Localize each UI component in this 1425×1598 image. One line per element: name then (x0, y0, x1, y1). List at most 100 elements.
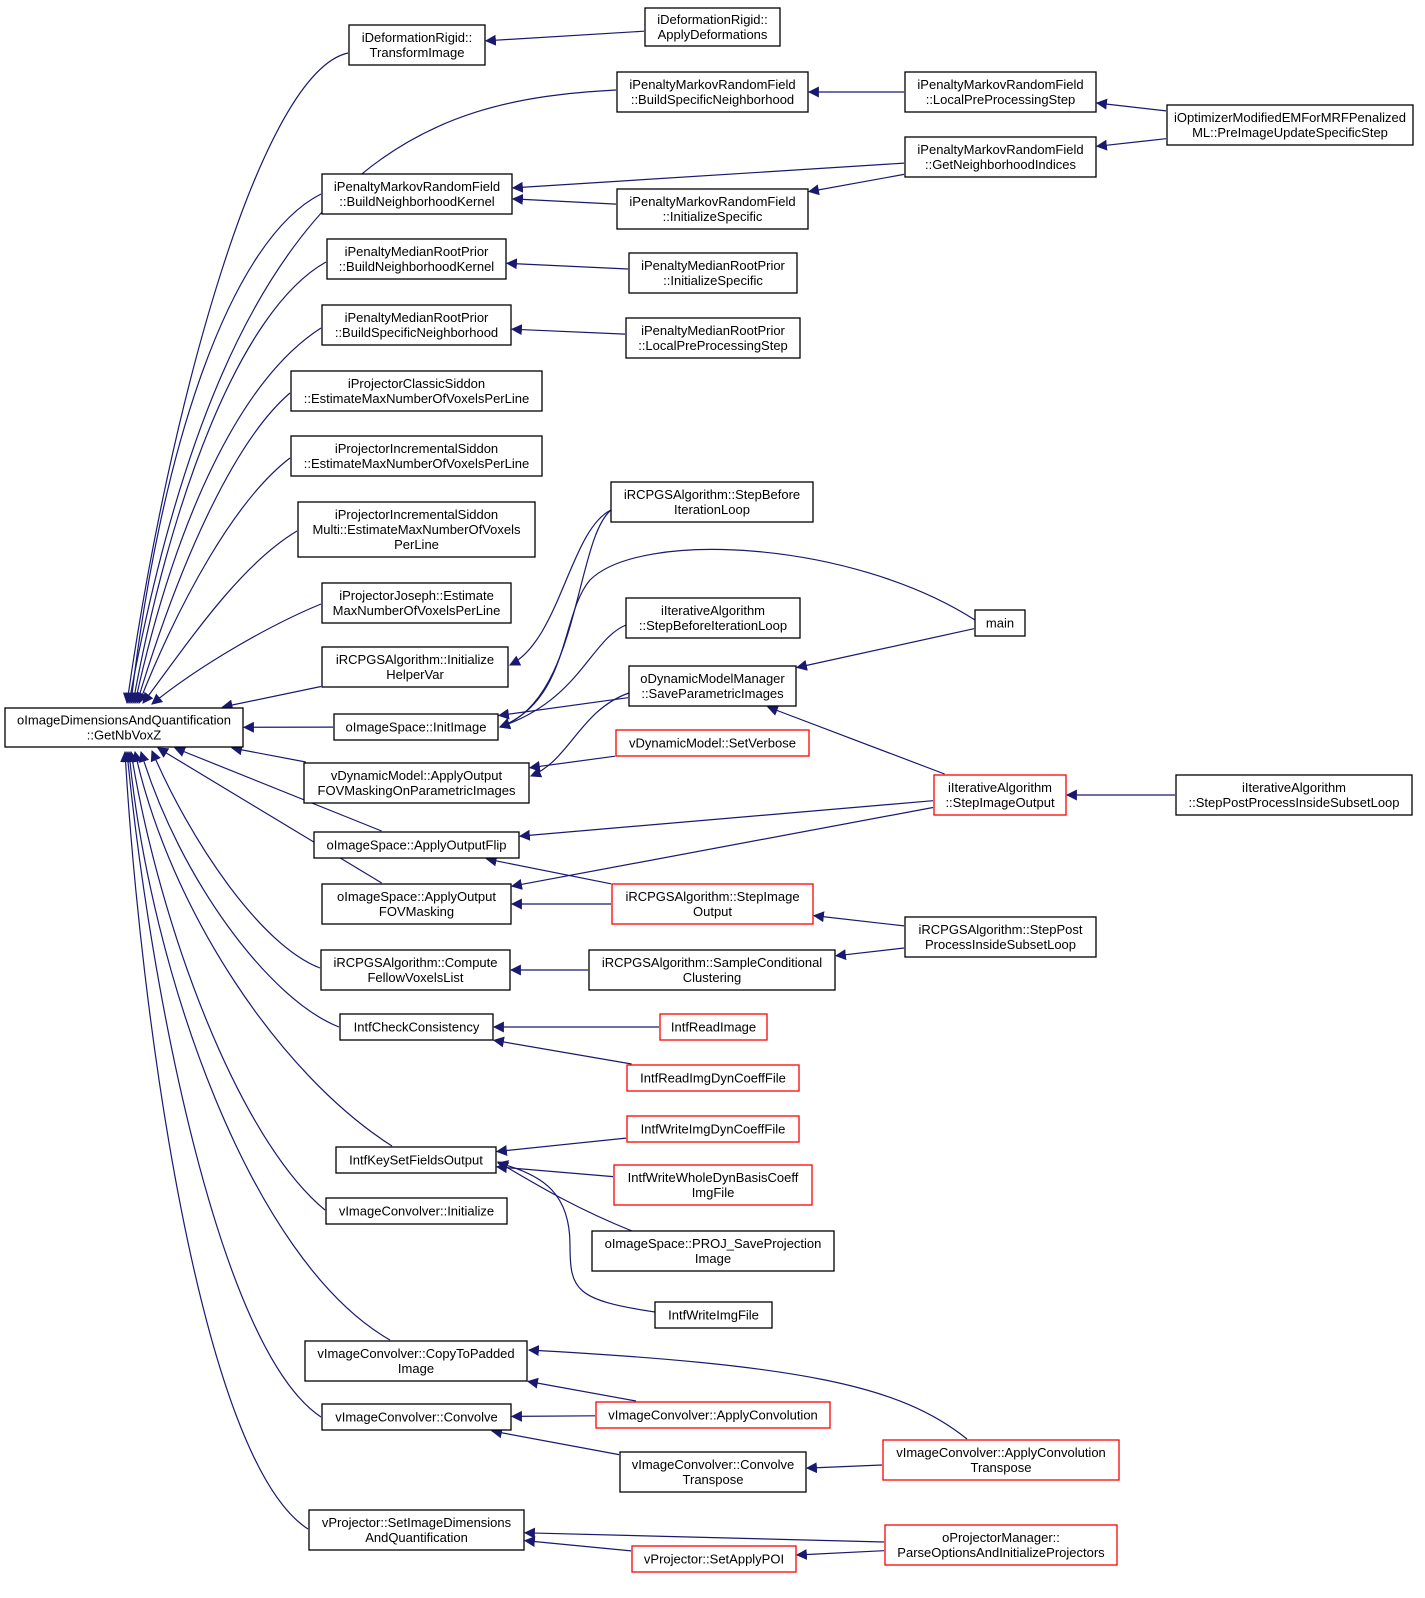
graph-node[interactable]: iProjectorClassicSiddon::EstimateMaxNumb… (290, 370, 543, 412)
graph-node[interactable]: vProjector::SetImageDimensionsAndQuantif… (308, 1509, 525, 1551)
node-label: iPenaltyMarkovRandomField (917, 77, 1083, 92)
edge-n13-to-root (134, 392, 291, 705)
graph-node[interactable]: oProjectorManager::ParseOptionsAndInitia… (884, 1524, 1118, 1566)
edge-n49-to-n47 (523, 1536, 632, 1552)
graph-node[interactable]: vImageConvolver::ApplyConvolution (595, 1401, 831, 1429)
graph-node[interactable]: iPenaltyMarkovRandomField::GetNeighborho… (904, 136, 1097, 178)
graph-node[interactable]: vImageConvolver::Convolve (321, 1403, 512, 1431)
node-label: vImageConvolver::Initialize (339, 1204, 494, 1219)
node-label: main (986, 616, 1014, 631)
node-label: iIterativeAlgorithm (1242, 780, 1346, 795)
graph-node[interactable]: vDynamicModel::SetVerbose (615, 729, 810, 757)
node-box (626, 1115, 800, 1143)
graph-node[interactable]: vImageConvolver::ApplyConvolutionTranspo… (882, 1439, 1120, 1481)
node-label: iDeformationRigid:: (657, 12, 768, 27)
edge-n30-to-n29 (812, 911, 905, 927)
node-label: iOptimizerModifiedEMForMRFPenalized (1174, 110, 1406, 125)
node-label: oImageDimensionsAndQuantification (17, 713, 231, 728)
edge-n42-to-root (124, 750, 391, 1341)
node-label: IntfWriteImgFile (668, 1308, 759, 1323)
graph-node[interactable]: IntfReadImgDynCoeffFile (626, 1064, 800, 1092)
edge-n35-to-n33 (492, 1036, 632, 1065)
graph-node[interactable]: iIterativeAlgorithm::StepBeforeIteration… (625, 597, 801, 639)
graph-node[interactable]: iPenaltyMedianRootPrior::BuildNeighborho… (326, 238, 507, 280)
node-box (588, 949, 836, 991)
graph-node[interactable]: iPenaltyMarkovRandomField::BuildSpecific… (616, 71, 809, 113)
node-label: Clustering (683, 970, 742, 985)
graph-node[interactable]: iIterativeAlgorithm::StepImageOutput (933, 774, 1067, 816)
node-label: ::StepImageOutput (945, 795, 1055, 810)
node-label: vDynamicModel::ApplyOutput (331, 768, 503, 783)
graph-node[interactable]: oImageSpace::ApplyOutputFlip (313, 831, 520, 859)
node-label: oImageSpace::PROJ_SaveProjection (605, 1236, 822, 1251)
graph-node[interactable]: IntfKeySetFieldsOutput (335, 1146, 497, 1174)
graph-node[interactable]: iPenaltyMarkovRandomField::LocalPreProce… (904, 71, 1097, 113)
graph-node[interactable]: iDeformationRigid::ApplyDeformations (644, 7, 781, 47)
graph-node[interactable]: iIterativeAlgorithm::StepPostProcessInsi… (1175, 774, 1413, 816)
node-box (904, 916, 1097, 958)
graph-node[interactable]: iOptimizerModifiedEMForMRFPenalizedML::P… (1166, 104, 1414, 146)
graph-node[interactable]: iPenaltyMedianRootPrior::LocalPreProcess… (625, 317, 801, 359)
node-label: Image (398, 1361, 434, 1376)
graph-node[interactable]: iPenaltyMarkovRandomField::InitializeSpe… (616, 188, 809, 230)
edge-n12-to-n11 (510, 324, 626, 336)
graph-node[interactable]: iPenaltyMedianRootPrior::BuildSpecificNe… (321, 304, 512, 346)
edge-n9-to-root (129, 261, 327, 705)
graph-node[interactable]: iProjectorIncrementalSiddonMulti::Estima… (297, 501, 536, 558)
graph-node[interactable]: main (974, 609, 1026, 637)
edge-n24-to-root (230, 744, 306, 763)
node-box (321, 582, 512, 624)
graph-node[interactable]: iPenaltyMarkovRandomField::BuildNeighbor… (321, 173, 513, 215)
node-box (884, 1524, 1118, 1566)
graph-node[interactable]: iPenaltyMedianRootPrior::InitializeSpeci… (628, 252, 798, 294)
graph-node[interactable]: vProjector::SetApplyPOI (631, 1545, 797, 1573)
node-label: iRCPGSAlgorithm::Initialize (336, 652, 494, 667)
graph-node[interactable]: vImageConvolver::Initialize (325, 1197, 508, 1225)
graph-node[interactable]: IntfWriteImgFile (654, 1301, 773, 1329)
node-box (616, 188, 809, 230)
graph-node[interactable]: iProjectorJoseph::EstimateMaxNumberOfVox… (321, 582, 512, 624)
edge-n45-to-n42 (527, 1345, 968, 1440)
graph-node[interactable]: iDeformationRigid::TransformImage (348, 24, 486, 66)
graph-node[interactable]: iRCPGSAlgorithm::StepImageOutput (611, 883, 814, 925)
graph-node[interactable]: oImageSpace::InitImage (333, 713, 499, 741)
graph-node[interactable]: iProjectorIncrementalSiddon::EstimateMax… (290, 435, 543, 477)
edge-n6-to-n8 (807, 173, 905, 196)
graph-node[interactable]: IntfCheckConsistency (339, 1013, 494, 1041)
node-label: iProjectorIncrementalSiddon (335, 441, 498, 456)
graph-node[interactable]: IntfWriteImgDynCoeffFile (626, 1115, 800, 1143)
node-box (933, 774, 1067, 816)
node-box (335, 1146, 497, 1174)
node-label: iPenaltyMarkovRandomField (334, 179, 500, 194)
node-label: vImageConvolver::ApplyConvolution (896, 1445, 1106, 1460)
graph-node[interactable]: iRCPGSAlgorithm::StepPostProcessInsideSu… (904, 916, 1097, 958)
node-box (1175, 774, 1413, 816)
node-box (591, 1230, 835, 1272)
graph-node[interactable]: vDynamicModel::ApplyOutputFOVMaskingOnPa… (303, 762, 530, 804)
graph-node[interactable]: iRCPGSAlgorithm::StepBeforeIterationLoop (610, 481, 814, 523)
node-box (320, 949, 511, 991)
node-label: PerLine (394, 537, 439, 552)
edge-layer (120, 30, 1175, 1561)
node-box (626, 1064, 800, 1092)
node-box (904, 136, 1097, 178)
graph-node[interactable]: oDynamicModelManager::SaveParametricImag… (628, 665, 797, 707)
node-label: IntfWriteImgDynCoeffFile (641, 1122, 786, 1137)
node-label: FellowVoxelsList (367, 970, 463, 985)
edge-n44-to-n43 (510, 1410, 596, 1422)
graph-node[interactable]: IntfReadImage (659, 1013, 768, 1041)
node-box (610, 481, 814, 523)
node-label: ::SaveParametricImages (641, 686, 784, 701)
node-box (1166, 104, 1414, 146)
graph-node[interactable]: iRCPGSAlgorithm::SampleConditionalCluste… (588, 949, 836, 991)
node-label: iRCPGSAlgorithm::StepPost (918, 922, 1082, 937)
node-box (616, 71, 809, 113)
node-box (625, 597, 801, 639)
